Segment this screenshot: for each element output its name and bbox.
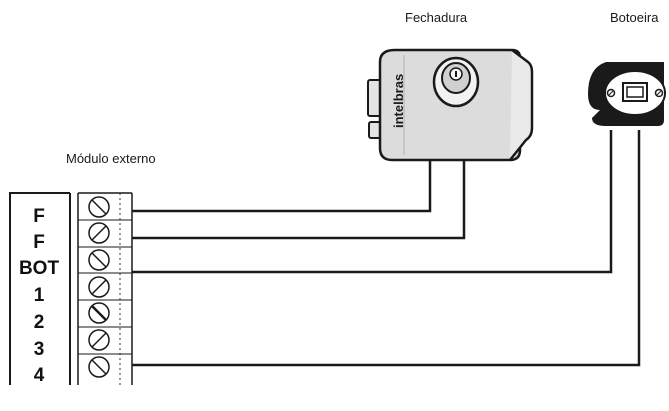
wire-f2-fechadura [132,160,466,240]
terminal-label-4: 4 [33,365,45,386]
terminal-label-f2: F [33,232,45,253]
screw-f2 [88,222,110,244]
terminal-label-bot: BOT [18,258,60,279]
lock-side [509,49,534,161]
screw-bot [88,249,110,271]
wire-3-botoeira [132,130,641,367]
terminal-label-3: 3 [33,339,45,360]
botoeira-button [588,62,666,126]
terminal-label-2: 2 [33,312,45,333]
lock-brand-text: intelbras [391,74,406,128]
botoeira-label: Botoeira [610,10,659,25]
module-bracket [9,192,70,385]
terminal-label-f1: F [33,206,45,227]
wire-f1-fechadura [132,160,432,213]
fechadura-label: Fechadura [405,10,468,25]
screw-f1 [88,196,110,218]
wire-bot-botoeira [132,130,613,274]
screw-1 [88,276,110,298]
terminal-label-1: 1 [33,285,45,306]
screw-3 [88,329,110,351]
screw-2 [88,302,110,324]
screw-4 [88,356,110,378]
modulo-externo-label: Módulo externo [66,151,156,166]
fechadura-lock: intelbras [367,48,534,162]
terminal-block [77,192,133,385]
